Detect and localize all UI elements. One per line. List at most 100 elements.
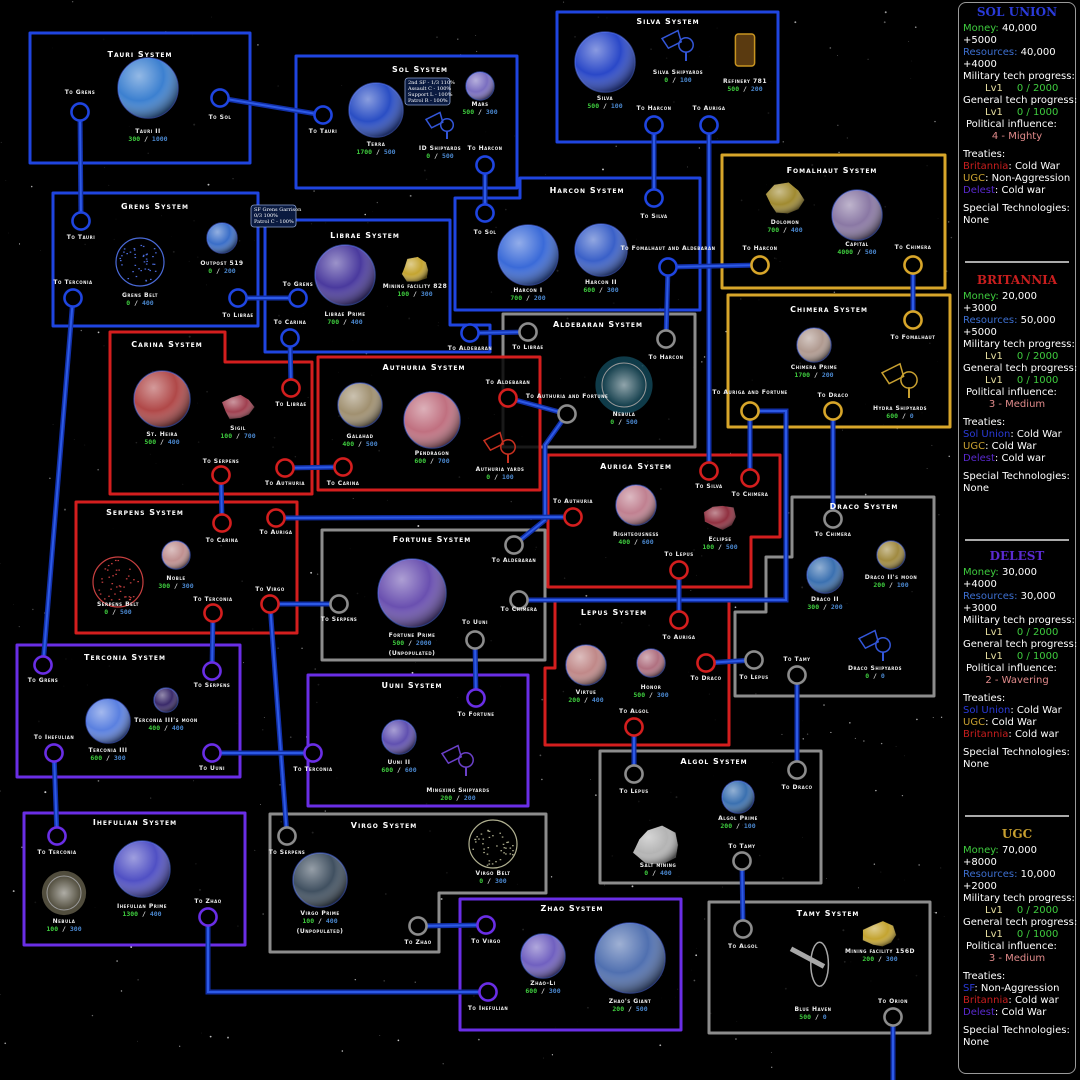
jump-node-to-carina[interactable]: To Carina (206, 513, 239, 544)
jump-node-to-lepus[interactable]: To Lepus (619, 764, 648, 795)
jump-node-to-chimera[interactable]: To Chimera (815, 509, 852, 538)
jump-node-to-ihefulian[interactable]: To Ihefulian (34, 734, 74, 763)
jump-node-to-silva[interactable]: To Silva (640, 188, 668, 220)
jump-node-to-auriga[interactable]: To Auriga (260, 508, 293, 536)
jump-node-to-silva[interactable]: To Silva (695, 461, 723, 490)
jump-node-to-librae[interactable]: To Librae (512, 322, 543, 351)
jump-node-to-chimera[interactable]: To Chimera (501, 590, 538, 613)
jump-node-to-harcon[interactable]: To Harcon (649, 329, 684, 361)
jump-node-to-tamy[interactable]: To Tamy (728, 843, 755, 871)
jump-node-to-carina[interactable]: To Carina (274, 319, 307, 348)
jump-node-to-sol[interactable]: To Sol (209, 88, 232, 121)
jump-node-to-serpens[interactable]: To Serpens (321, 594, 358, 623)
jump-node-to-terconia[interactable]: To Terconia (293, 743, 333, 773)
jump-node-to-terconia[interactable]: To Terconia (37, 826, 77, 856)
jump-node-to-ihefulian[interactable]: To Ihefulian (468, 982, 508, 1012)
jump-node-to-zhao[interactable]: To Zhao (194, 898, 221, 927)
jump-node-to-terconia[interactable]: To Terconia (193, 596, 233, 623)
jump-node-to-grens[interactable]: To Grens (283, 281, 314, 308)
jump-node-to-grens[interactable]: To Grens (28, 655, 59, 684)
jump-node-to-sol[interactable]: To Sol (474, 203, 497, 236)
jump-node-to-harcon[interactable]: To Harcon (743, 245, 778, 275)
jump-node-to-authuria[interactable]: To Authuria (265, 458, 305, 487)
jump-node-to-uuni[interactable]: To Uuni (199, 743, 225, 772)
jump-node-to-authuria-and-fortune[interactable]: To Authuria and Fortune (526, 393, 608, 424)
jump-node-to-harcon[interactable]: To Harcon (637, 105, 672, 135)
jump-node-to-serpens[interactable]: To Serpens (203, 458, 240, 485)
jump-node-to-fortune[interactable]: To Fortune (457, 688, 494, 718)
jump-node-to-algol[interactable]: To Algol (728, 919, 758, 950)
jump-node-to-serpens[interactable]: To Serpens (194, 661, 231, 689)
jump-node-to-aldebaran[interactable]: To Aldebaran (486, 379, 531, 408)
jump-node-to-chimera[interactable]: To Chimera (732, 468, 769, 498)
jump-node-to-grens[interactable]: To Grens (65, 89, 96, 122)
jump-node-to-serpens[interactable]: To Serpens (269, 826, 306, 856)
jump-node-to-draco[interactable]: To Draco (817, 392, 848, 421)
jump-node-to-draco[interactable]: To Draco (690, 653, 721, 682)
jump-node-to-terconia[interactable]: To Terconia (53, 279, 93, 308)
jump-node-to-virgo[interactable]: To Virgo (471, 915, 501, 945)
jump-node-to-uuni[interactable]: To Uuni (462, 619, 488, 650)
jump-node-to-fomalhaut-and-aldebaran[interactable]: To Fomalhaut and Aldebaran (621, 245, 716, 277)
jump-node-to-orion[interactable]: To Orion (878, 998, 908, 1027)
jump-node-to-draco[interactable]: To Draco (781, 760, 812, 791)
jump-node-to-virgo[interactable]: To Virgo (255, 586, 285, 614)
jump-node-to-carina[interactable]: To Carina (327, 457, 360, 487)
jump-node-to-lepus[interactable]: To Lepus (739, 650, 768, 681)
jump-node-to-fomalhaut[interactable]: To Fomalhaut (890, 310, 935, 341)
jump-node-to-chimera[interactable]: To Chimera (895, 244, 932, 275)
jump-node-to-tamy[interactable]: To Tamy (783, 656, 810, 685)
jump-node-to-auriga-and-fortune[interactable]: To Auriga and Fortune (712, 389, 787, 421)
jump-node-to-auriga[interactable]: To Auriga (693, 105, 726, 135)
jump-node-to-algol[interactable]: To Algol (619, 708, 649, 737)
jump-node-to-auriga[interactable]: To Auriga (663, 610, 696, 641)
jump-node-to-aldebaran[interactable]: To Aldebaran (448, 323, 493, 352)
jump-node-to-harcon[interactable]: To Harcon (468, 145, 503, 175)
jump-node-to-lepus[interactable]: To Lepus (664, 551, 693, 580)
jump-node-to-zhao[interactable]: To Zhao (404, 916, 431, 946)
